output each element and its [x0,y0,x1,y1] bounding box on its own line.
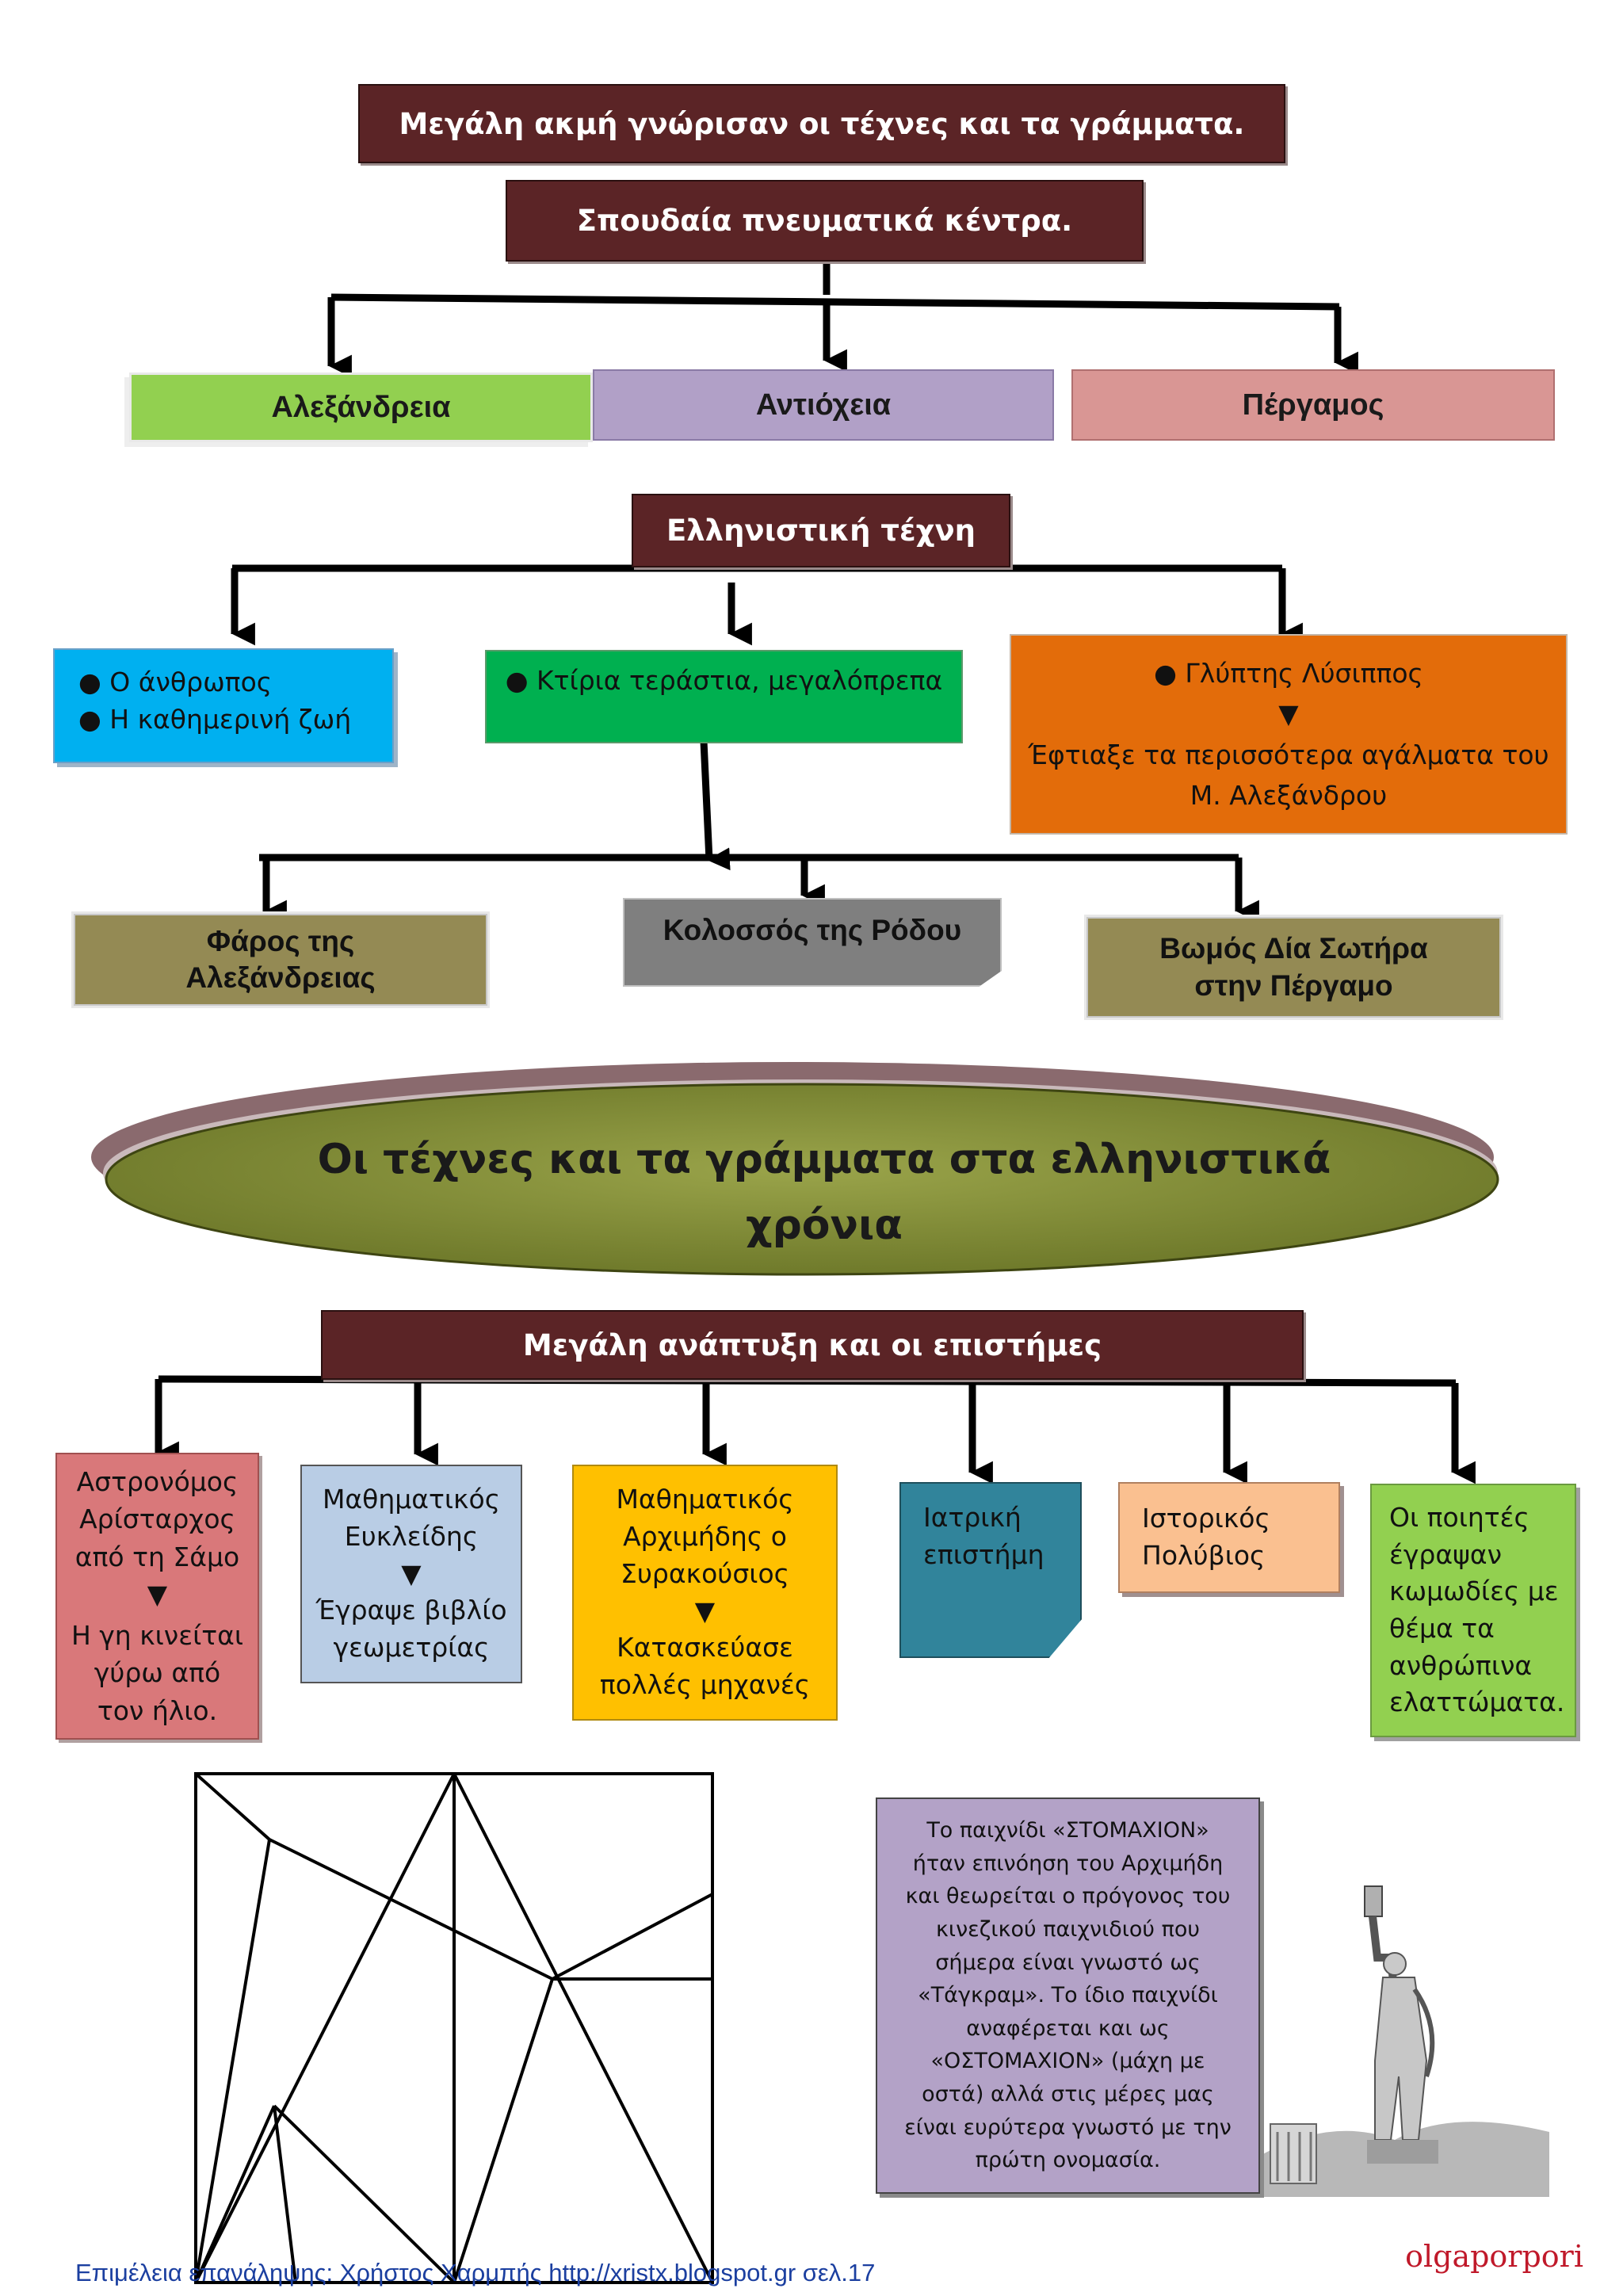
main-title-line: Οι τέχνες και τα γράμματα στα ελληνιστικ… [317,1135,1331,1183]
science-line: τον ήλιο. [97,1694,218,1726]
art-box-lysippos-line: Έφτιαξε τα περισσότερα αγάλματα του [1028,739,1549,770]
stomachion-puzzle [194,1772,714,2284]
building-pharos-line: Φάρος της [206,924,355,957]
stomachion-line: είναι ευρύτερα γνωστό με την [904,2115,1232,2140]
science-line: Πολύβιος [1142,1540,1266,1571]
science-aristarchus: Αστρονόμος Αρίσταρχος από τη Σάμο ▼ Η γη… [55,1453,259,1740]
main-title: Οι τέχνες και τα γράμματα στα ελληνιστικ… [111,1098,1537,1288]
science-line: Η γη κινείται [71,1619,244,1651]
science-line: Αστρονόμος [76,1465,239,1497]
building-pharos-line: Αλεξάνδρειας [185,961,376,994]
science-line: επιστήμη [923,1538,1044,1570]
art-box-lysippos: ● Γλύπτης Λύσιππος ▼ Έφτιαξε τα περισσότ… [1010,634,1568,835]
art-box-lysippos-line: Μ. Αλεξάνδρου [1190,779,1388,811]
science-archimedes: Μαθηματικός Αρχιμήδης ο Συρακούσιος ▼ Κα… [572,1465,838,1721]
building-altar-zeus: Βωμός Δία Σωτήρα στην Πέργαμο [1086,917,1501,1018]
title-hellenistic-art: Ελληνιστική τέχνη [632,494,1010,567]
art-box-lysippos-line: ▼ [1278,698,1299,730]
science-line: κωμωδίες με [1389,1576,1559,1607]
science-medicine: Ιατρική επιστήμη [899,1482,1082,1658]
art-box-lysippos-line: ● Γλύπτης Λύσιππος [1154,658,1423,690]
science-line: ▼ [147,1579,168,1610]
science-line: Κατασκεύασε [617,1632,793,1664]
art-box-human: ● Ο άνθρωπος ● Η καθημερινή ζωή [53,648,394,763]
science-line: Μαθηματικός [322,1483,501,1515]
science-line: έγραψαν [1389,1538,1503,1570]
art-box-buildings-text: ● Κτίρια τεράστια, μεγαλόπρεπα [505,665,943,696]
science-line: Έγραψε βιβλίο [315,1595,507,1626]
science-line: γεωμετρίας [333,1632,490,1664]
footer-credit: Επιμέλεια επανάληψης: Χρήστος Χαρμπής ht… [75,2259,876,2286]
building-altar-line: στην Πέργαμο [1194,968,1393,1002]
science-line: από τη Σάμο [74,1541,240,1572]
title-arts-flourish: Μεγάλη ακμή γνώρισαν οι τέχνες και τα γρ… [358,84,1285,163]
stomachion-line: ήταν επινόηση του Αρχιμήδη [912,1851,1224,1876]
science-line: πολλές μηχανές [599,1669,811,1701]
science-line: Ιστορικός [1142,1503,1270,1534]
science-line: Ιατρική [923,1502,1022,1533]
science-line: Μαθηματικός [616,1483,794,1515]
stomachion-line: πρώτη ονομασία. [975,2148,1161,2173]
science-line: Αρχιμήδης ο [623,1520,787,1552]
stomachion-line: σήμερα είναι γνωστό ως [935,1950,1201,1975]
art-box-human-line: ● Ο άνθρωπος [78,667,273,697]
science-line: Ευκλείδης [344,1520,479,1552]
stomachion-line: και θεωρείται ο πρόγονος του [905,1884,1231,1909]
art-box-buildings: ● Κτίρια τεράστια, μεγαλόπρεπα [485,650,963,743]
stomachion-line: Το παιχνίδι «ΣΤΟΜΑΧΙΟΝ» [926,1818,1209,1843]
author-signature: olgaporpori [1405,2239,1583,2274]
stomachion-line: «ΟΣΤΟΜΑΧΙΟΝ» (μάχη με [930,2049,1205,2074]
main-title-line: χρόνια [746,1201,903,1249]
science-line: θέμα τα [1389,1613,1495,1644]
science-line: Αρίσταρχος [79,1503,235,1535]
science-line: γύρω από [94,1657,221,1689]
building-colossus: Κολοσσός της Ρόδου [623,898,1002,987]
science-polybius: Ιστορικός Πολύβιος [1118,1482,1340,1593]
stomachion-line: αναφέρεται και ως [966,2015,1170,2041]
science-line: ▼ [694,1595,716,1626]
title-intellectual-centers: Σπουδαία πνευματικά κέντρα. [506,180,1144,262]
science-line: Οι ποιητές [1389,1502,1529,1534]
building-altar-line: Βωμός Δία Σωτήρα [1159,932,1428,965]
science-euclid: Μαθηματικός Ευκλείδης ▼ Έγραψε βιβλίο γε… [300,1465,522,1683]
science-line: ▼ [401,1557,422,1589]
stomachion-note: Το παιχνίδι «ΣΤΟΜΑΧΙΟΝ» ήταν επινόηση το… [876,1797,1260,2194]
title-sciences: Μεγάλη ανάπτυξη και οι επιστήμες [321,1310,1304,1380]
stomachion-line: «Τάγκραμ». Το ίδιο παιχνίδι [918,1983,1218,2008]
center-pergamon: Πέργαμος [1071,369,1555,441]
colossus-image [1260,1880,1549,2197]
center-alexandria: Αλεξάνδρεια [129,372,593,442]
building-colossus-text: Κολοσσός της Ρόδου [663,914,962,946]
science-line: ανθρώπινα [1389,1649,1533,1681]
science-line: Συρακούσιος [620,1557,790,1589]
building-pharos: Φάρος της Αλεξάνδρειας [74,914,487,1006]
center-antioch: Αντιόχεια [593,369,1054,441]
stomachion-line: οστά) αλλά στις μέρες μας [922,2081,1214,2107]
science-line: ελαττώματα. [1389,1687,1565,1718]
art-box-human-line: ● Η καθημερινή ζωή [78,703,352,735]
stomachion-line: κινεζικού παιχνιδιού που [936,1917,1200,1943]
science-poets: Οι ποιητές έγραψαν κωμωδίες με θέμα τα α… [1370,1484,1576,1737]
